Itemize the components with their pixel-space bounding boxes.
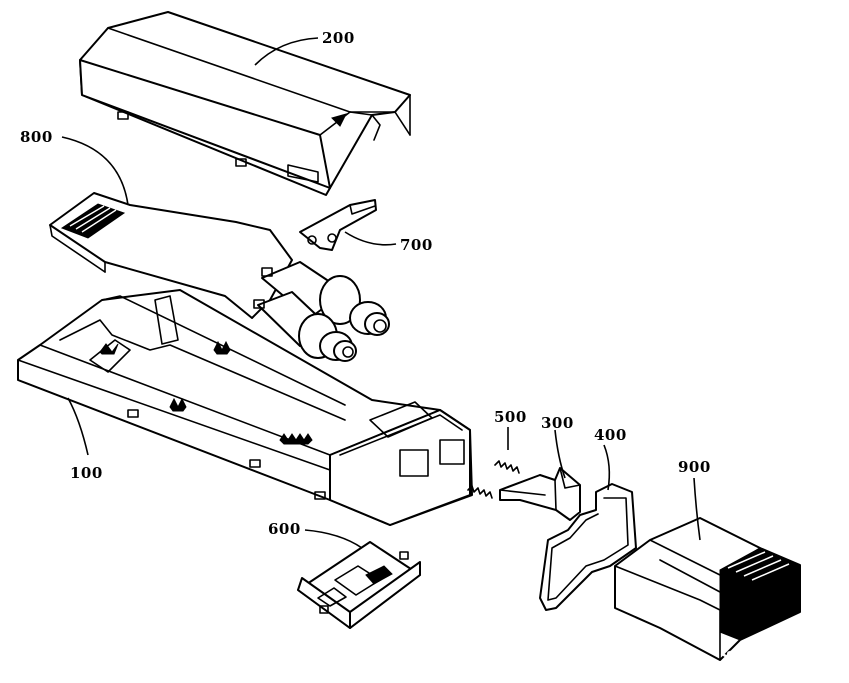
leader-lines [61,37,701,549]
springs-500 [467,460,520,499]
optical-subassembly-lower [257,291,357,362]
label-400: 400 [594,426,627,444]
part-labels: 200 800 700 500 300 400 900 600 100 [20,29,711,538]
label-700: 700 [400,236,433,254]
label-500: 500 [494,408,527,426]
top-cover-200 [79,11,411,196]
label-900: 900 [678,458,711,476]
label-600: 600 [268,520,301,538]
edge-connector-fingers [60,203,126,239]
plug-ribs [727,551,790,581]
pcb-board-800 [49,192,390,362]
label-200: 200 [322,29,355,47]
ground-spring-clips [99,340,313,445]
housing-base-100 [17,289,473,526]
dust-plug-900: Hymax [614,517,801,668]
bail-wire-400 [539,483,637,611]
label-100: 100 [70,464,103,482]
label-300: 300 [541,414,574,432]
label-800: 800 [20,128,53,146]
actuator-300 [499,467,581,521]
latch-bracket-700 [299,199,377,251]
bottom-shield-600 [297,541,421,629]
